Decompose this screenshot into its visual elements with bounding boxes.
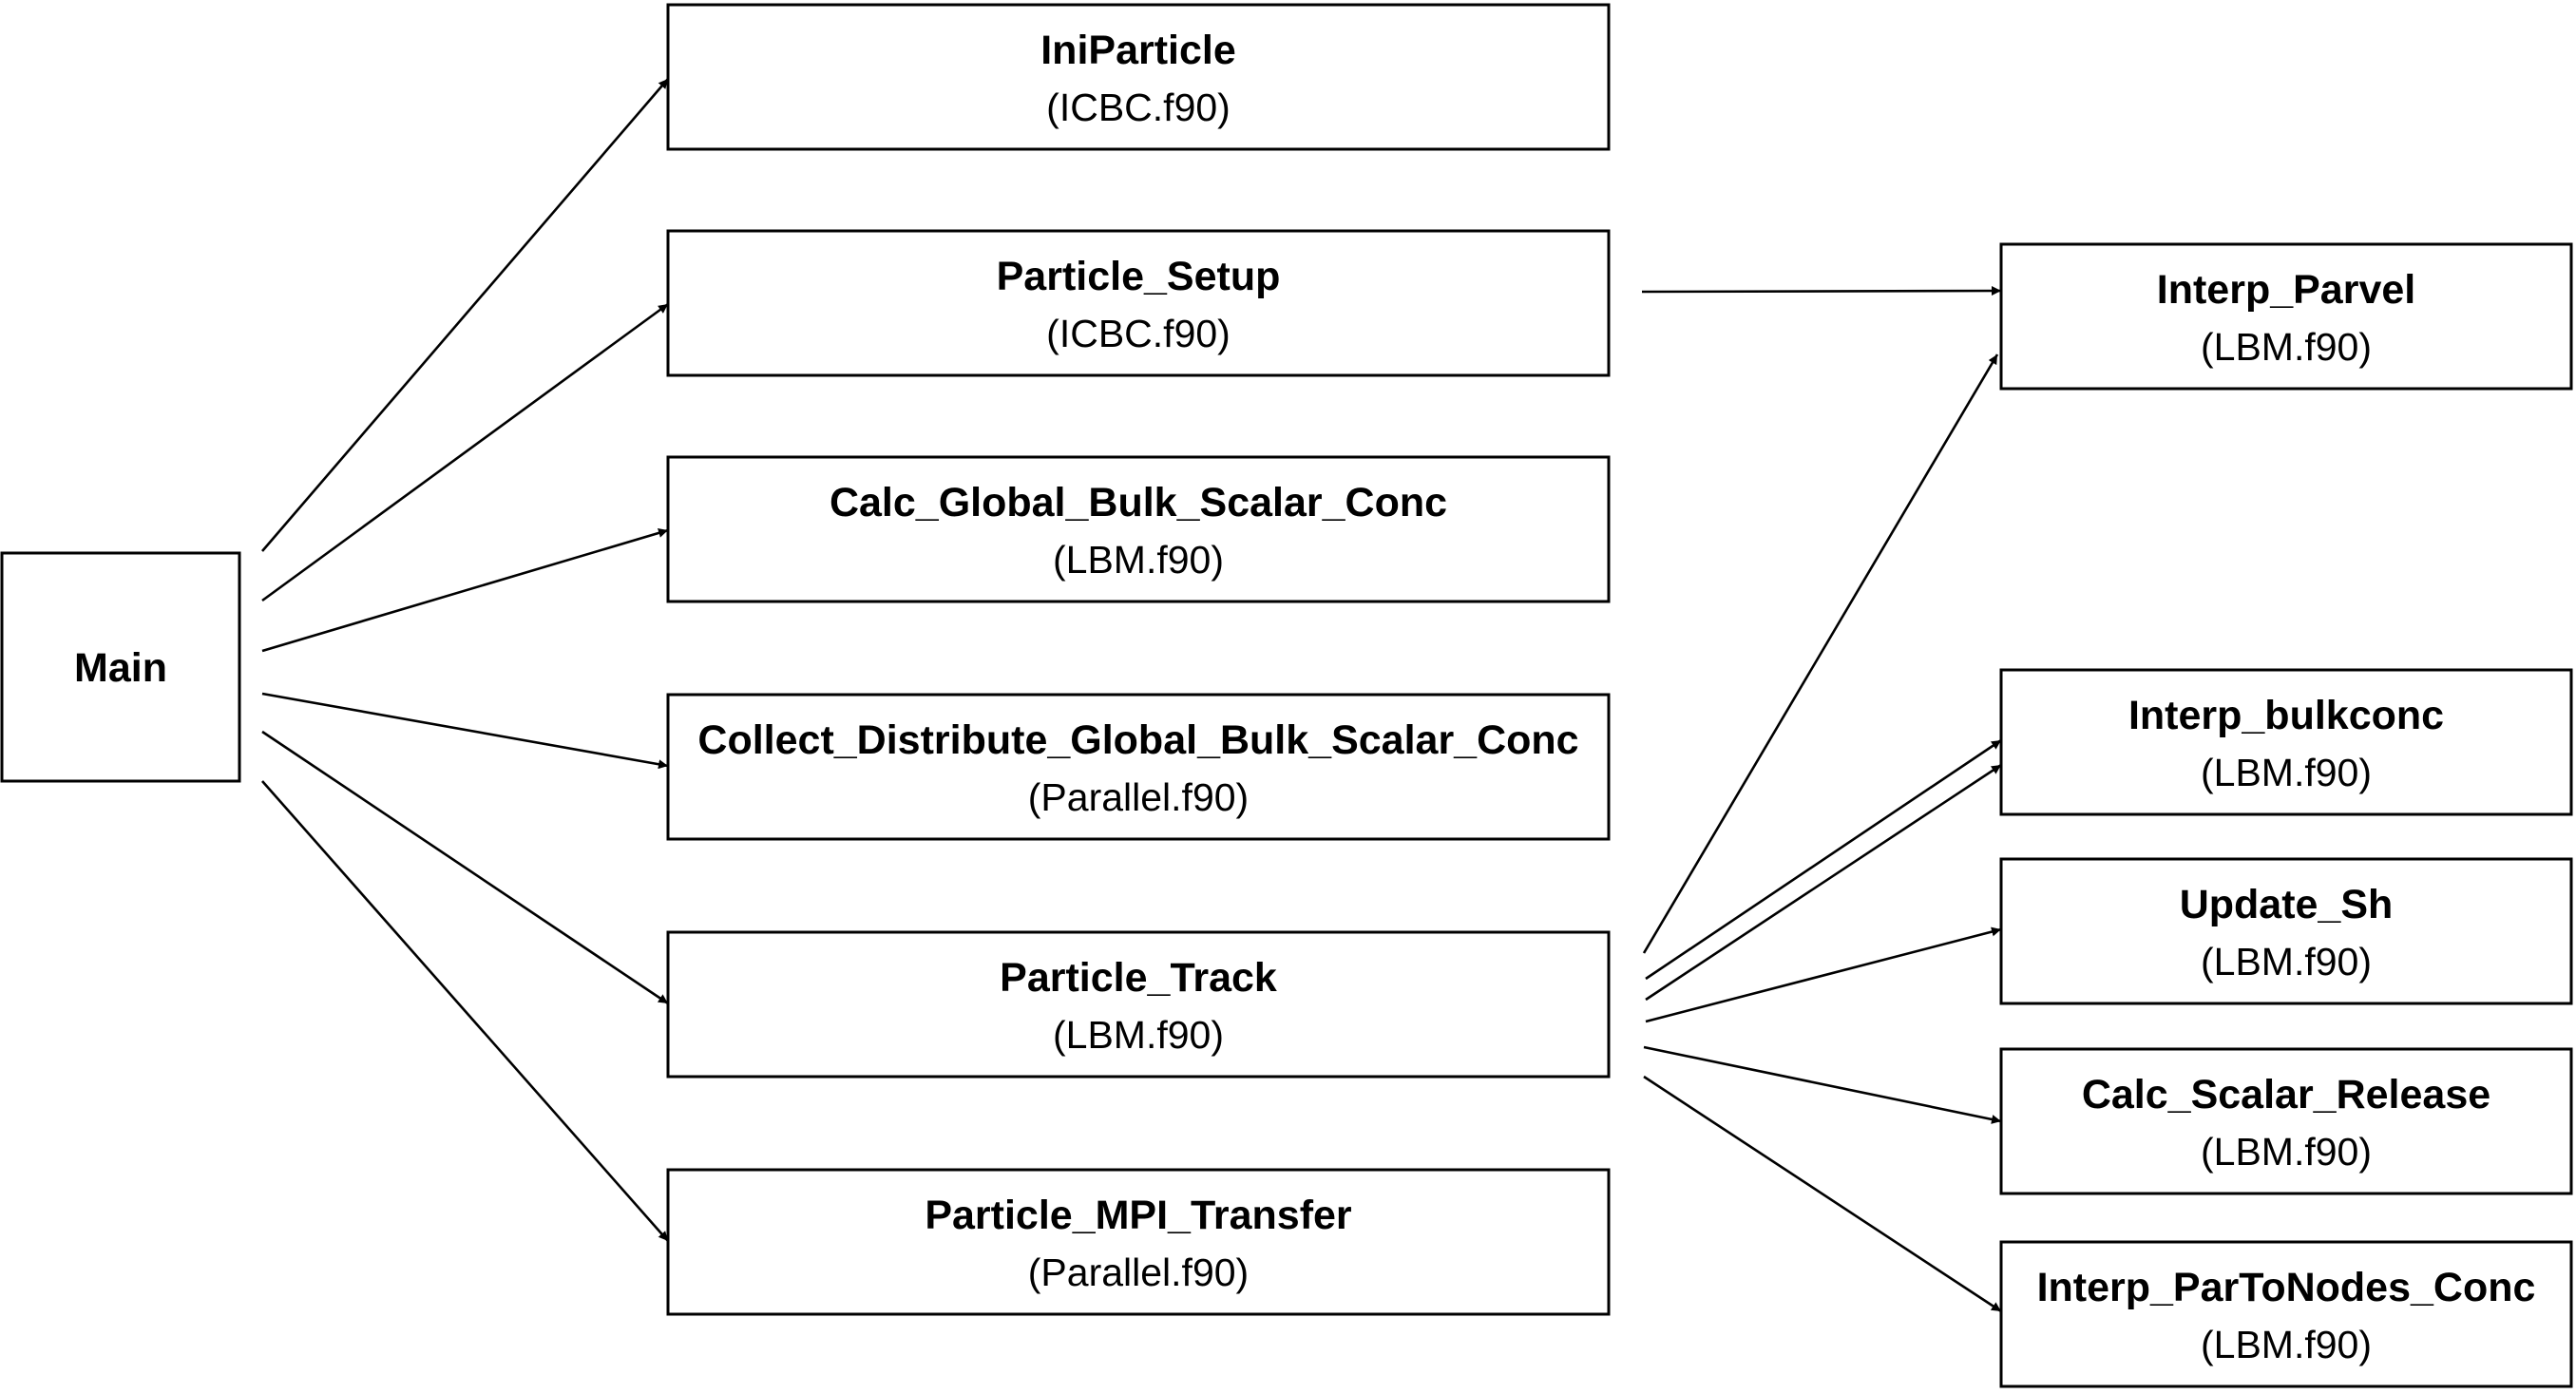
edge-main-to-calc-global-bulk-scalar-conc [261, 528, 669, 653]
node-particle-mpi-transfer: Particle_MPI_Transfer (Parallel.f90) [666, 1168, 1611, 1316]
node-file-label: (LBM.f90) [2201, 1323, 2372, 1366]
edge-main-to-particle-mpi-transfer [261, 780, 669, 1242]
node-name-label: Interp_bulkconc [2128, 693, 2444, 738]
node-name-label: Calc_Scalar_Release [2082, 1072, 2490, 1117]
node-name-label: Update_Sh [2180, 882, 2394, 927]
edge-particle-track-to-interp-bulkconc [1645, 763, 2002, 1002]
node-file-label: (LBM.f90) [1053, 538, 1224, 582]
edge-main-to-iniparticle [261, 78, 669, 552]
node-box [1999, 242, 2573, 391]
node-interp-bulkconc: Interp_bulkconc (LBM.f90) [1999, 668, 2573, 816]
node-file-label: (LBM.f90) [2201, 325, 2372, 369]
node-name-label: Particle_Setup [997, 254, 1281, 299]
node-file-label: (LBM.f90) [2201, 751, 2372, 794]
edge-main-to-collect-distribute-global-bulk-scalar-conc [261, 692, 669, 770]
node-box [1999, 1240, 2573, 1388]
node-name-label: Particle_Track [1000, 955, 1277, 1001]
edge-particle-track-to-interp-parvel [1642, 353, 1999, 954]
node-name-label: IniParticle [1040, 28, 1236, 73]
node-particle-track: Particle_Track (LBM.f90) [666, 930, 1611, 1079]
node-name-label: Particle_MPI_Transfer [925, 1193, 1352, 1238]
node-update-sh: Update_Sh (LBM.f90) [1999, 857, 2573, 1005]
nodes: Main IniParticle (ICBC.f90) Particle_Setup (… [0, 3, 2573, 1388]
node-name-label: Interp_ParToNodes_Conc [2037, 1265, 2536, 1310]
node-box [1999, 668, 2573, 816]
node-interp-partonodes-conc: Interp_ParToNodes_Conc (LBM.f90) [1999, 1240, 2573, 1388]
node-box [1999, 1047, 2573, 1195]
edge-particle-track-to-interp-partonodes-conc [1643, 1075, 2002, 1313]
edge-main-to-particle-track [261, 730, 669, 1005]
edge-particle-track-to-update-sh [1645, 926, 2002, 1023]
node-name-label: Calc_Global_Bulk_Scalar_Conc [830, 480, 1447, 525]
node-file-label: (ICBC.f90) [1046, 86, 1231, 129]
node-collect-distribute-global-bulk-scalar-conc: Collect_Distribute_Global_Bulk_Scalar_Co… [666, 693, 1611, 841]
node-iniparticle: IniParticle (ICBC.f90) [666, 3, 1611, 151]
node-name-label: Interp_Parvel [2157, 267, 2415, 313]
node-file-label: (LBM.f90) [2201, 940, 2372, 983]
node-calc-global-bulk-scalar-conc: Calc_Global_Bulk_Scalar_Conc (LBM.f90) [666, 455, 1611, 603]
edge-main-to-particle-setup [261, 302, 669, 602]
node-file-label: (Parallel.f90) [1028, 1251, 1249, 1294]
edge-particle-track-to-calc-scalar-release [1643, 1045, 2002, 1124]
node-file-label: (LBM.f90) [1053, 1013, 1224, 1057]
node-name-label: Collect_Distribute_Global_Bulk_Scalar_Co… [697, 717, 1578, 763]
node-box [666, 3, 1611, 151]
node-name-label: Main [74, 645, 167, 691]
node-main: Main [0, 551, 241, 783]
node-calc-scalar-release: Calc_Scalar_Release (LBM.f90) [1999, 1047, 2573, 1195]
node-particle-setup: Particle_Setup (ICBC.f90) [666, 229, 1611, 377]
edge-particle-setup-to-interp-parvel [1641, 286, 2002, 296]
node-interp-parvel: Interp_Parvel (LBM.f90) [1999, 242, 2573, 391]
node-box [666, 1168, 1611, 1316]
node-file-label: (LBM.f90) [2201, 1130, 2372, 1174]
node-file-label: (Parallel.f90) [1028, 775, 1249, 819]
edges [261, 78, 2002, 1313]
node-file-label: (ICBC.f90) [1046, 312, 1231, 355]
node-box [666, 455, 1611, 603]
node-box [0, 551, 241, 783]
edge-particle-track-to-interp-bulkconc [1645, 738, 2002, 981]
node-box [666, 693, 1611, 841]
node-box [1999, 857, 2573, 1005]
node-box [666, 930, 1611, 1079]
node-box [666, 229, 1611, 377]
